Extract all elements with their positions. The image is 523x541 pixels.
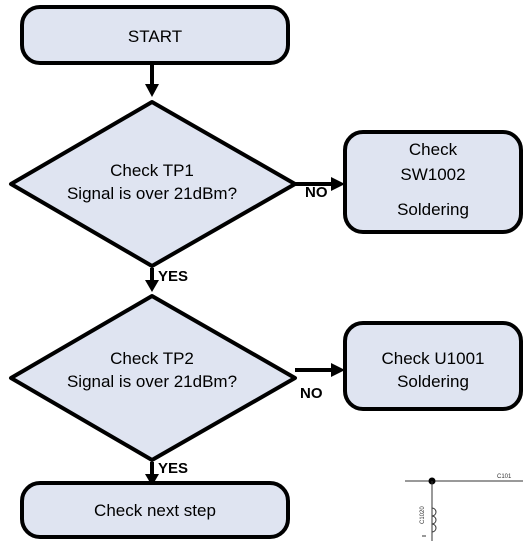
edge-tp1-no-arrowhead <box>331 177 345 191</box>
edge-tp2-yes-label: YES <box>158 460 188 477</box>
check-u1001-node <box>343 321 523 411</box>
schematic-inductor-coil <box>431 507 437 533</box>
start-node <box>20 5 290 65</box>
next-step-label: Check next step <box>94 501 216 520</box>
check-u1001-line1: Check U1001 <box>381 349 484 368</box>
schematic-label-c1015: C101 <box>497 474 512 480</box>
decision-tp1-line2: Signal is over 21dBm? <box>67 184 237 203</box>
check-sw1002-node <box>343 130 523 234</box>
decision-tp2-node <box>9 294 297 462</box>
edge-start-to-tp1-arrowhead <box>145 84 159 97</box>
next-step-node <box>20 481 290 539</box>
schematic-label-c1020: C1020 <box>420 506 426 524</box>
decision-tp2-line1: Check TP2 <box>110 349 194 368</box>
check-u1001-line2: Soldering <box>397 372 469 391</box>
check-sw1002-line1: Check <box>409 140 458 159</box>
decision-tp2-line2: Signal is over 21dBm? <box>67 372 237 391</box>
decision-tp1-line1: Check TP1 <box>110 161 194 180</box>
edge-tp1-yes-arrowhead <box>145 280 159 292</box>
check-sw1002-line3: Soldering <box>397 200 469 219</box>
edge-tp1-no-label: NO <box>305 184 328 201</box>
schematic-fragment: C1020 C101 <box>405 474 523 541</box>
check-sw1002-line2: SW1002 <box>400 165 465 184</box>
edge-tp2-no-arrowhead <box>331 363 345 377</box>
start-label: START <box>128 27 182 46</box>
edge-tp1-yes-label: YES <box>158 268 188 285</box>
decision-tp1-node <box>9 100 297 268</box>
edge-tp2-no-label: NO <box>300 385 323 402</box>
edge-tp2-yes-arrowhead <box>145 474 159 486</box>
